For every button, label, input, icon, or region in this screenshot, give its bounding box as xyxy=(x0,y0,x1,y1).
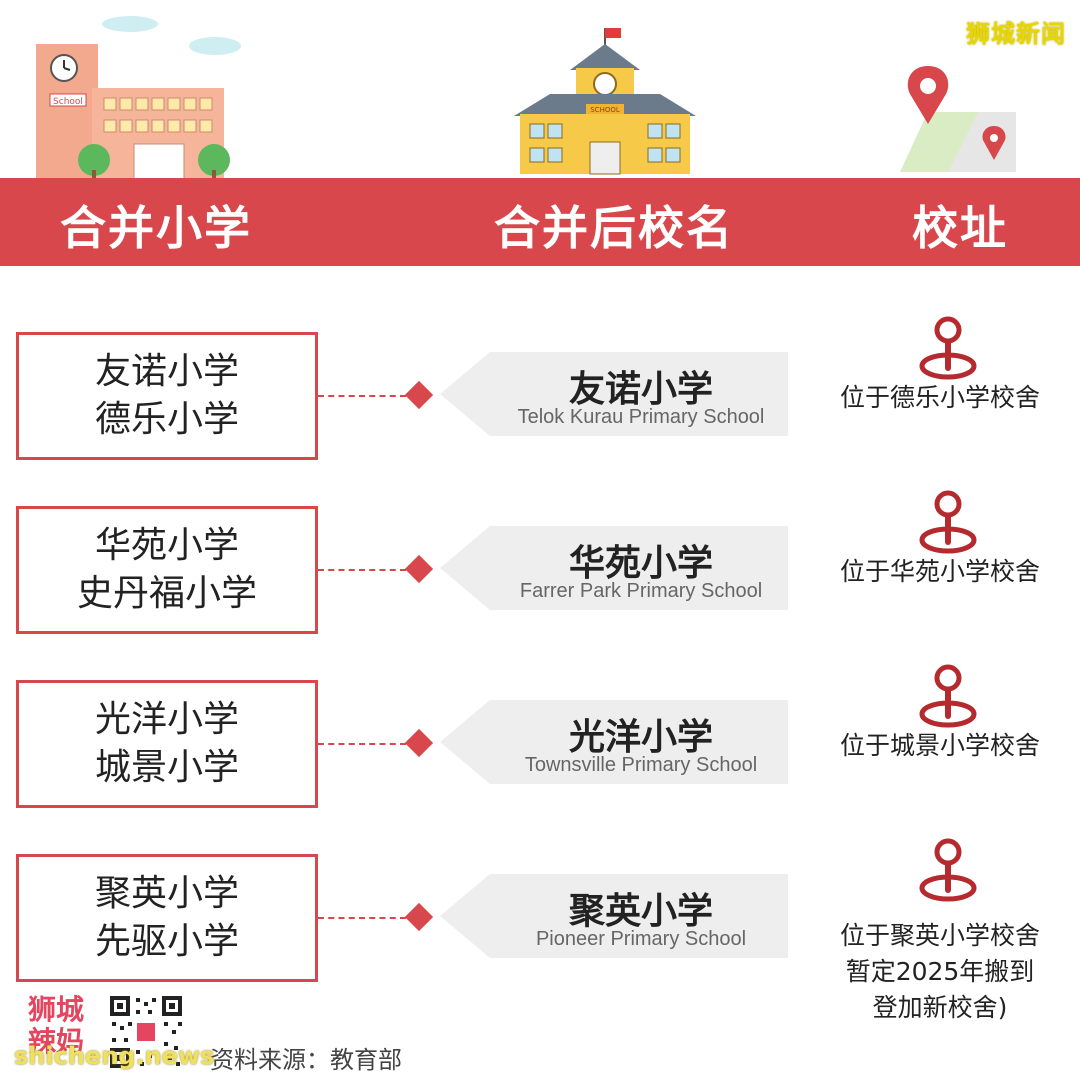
diamond-icon xyxy=(404,902,434,932)
location-pin-icon xyxy=(919,664,977,728)
header-banner: 合并小学 合并后校名 校址 xyxy=(0,178,1080,266)
new-school-chinese-name: 光洋小学 xyxy=(568,717,713,758)
new-school-chinese-name: 友诺小学 xyxy=(568,369,713,410)
connector-dashed-line xyxy=(318,917,406,919)
location-pin-icon xyxy=(919,838,977,902)
address-line: 登加新校舍) xyxy=(872,993,1008,1022)
old-school-name: 华苑小学 xyxy=(94,525,239,566)
location-pin-icon xyxy=(919,490,977,554)
old-school-name: 光洋小学 xyxy=(94,699,239,740)
new-school-english-name: Pioneer Primary School xyxy=(535,928,747,950)
new-name-card xyxy=(440,874,788,958)
address-line: 位于德乐小学校舍 xyxy=(839,383,1040,412)
address-text: 位于华苑小学校舍 xyxy=(820,554,1060,590)
new-school-english-name: Farrer Park Primary School xyxy=(519,580,763,602)
header-merged-schools: 合并小学 xyxy=(60,201,252,255)
new-name-card xyxy=(440,352,788,436)
connector-dashed-line xyxy=(318,395,406,397)
address-line: 位于城景小学校舍 xyxy=(839,731,1040,760)
map-pin-illustration xyxy=(900,66,1016,172)
school-house-illustration: SCHOOL xyxy=(514,28,696,175)
connector-dashed-line xyxy=(318,569,406,571)
old-school-name: 先驱小学 xyxy=(94,921,239,962)
address-text: 位于城景小学校舍 xyxy=(820,728,1060,764)
header-address: 校址 xyxy=(912,201,1008,255)
diamond-icon xyxy=(404,554,434,584)
old-schools-box: 华苑小学 史丹福小学 xyxy=(16,506,318,634)
old-schools-box: 友诺小学 德乐小学 xyxy=(16,332,318,460)
new-school-chinese-name: 聚英小学 xyxy=(568,891,713,932)
new-name-card xyxy=(440,526,788,610)
illustration-sign: SCHOOL xyxy=(590,106,620,114)
old-school-name: 德乐小学 xyxy=(94,399,239,440)
brand-logo-line: 辣妈 xyxy=(28,1025,85,1058)
data-source: 资料来源：教育部 xyxy=(210,1046,402,1074)
illustration-sign: School xyxy=(53,97,83,107)
merge-row: 友诺小学 德乐小学 友诺小学 Telok Kurau Primary Schoo… xyxy=(0,316,1080,462)
old-schools-box: 光洋小学 城景小学 xyxy=(16,680,318,808)
address-line: 暂定2025年搬到 xyxy=(845,957,1035,986)
merge-row: 光洋小学 城景小学 光洋小学 Townsville Primary School… xyxy=(0,664,1080,810)
old-school-name: 城景小学 xyxy=(94,747,239,788)
address-text: 位于聚英小学校舍 暂定2025年搬到 登加新校舍) xyxy=(820,918,1060,1026)
merge-row: 华苑小学 史丹福小学 华苑小学 Farrer Park Primary Scho… xyxy=(0,490,1080,636)
old-school-name: 史丹福小学 xyxy=(76,573,257,614)
watermark-top: 狮城新闻 xyxy=(966,20,1066,48)
address-line: 位于聚英小学校舍 xyxy=(839,921,1040,950)
location-pin-icon xyxy=(919,316,977,380)
new-name-card xyxy=(440,700,788,784)
old-schools-box: 聚英小学 先驱小学 xyxy=(16,854,318,982)
header-new-name: 合并后校名 xyxy=(494,201,734,255)
merge-row: 聚英小学 先驱小学 聚英小学 Pioneer Primary School 位于… xyxy=(0,838,1080,1022)
connector-dashed-line xyxy=(318,743,406,745)
address-text: 位于德乐小学校舍 xyxy=(820,380,1060,416)
new-school-english-name: Townsville Primary School xyxy=(524,754,758,776)
qr-code-icon xyxy=(108,994,184,1070)
old-school-name: 友诺小学 xyxy=(94,351,239,392)
school-building-illustration: School xyxy=(36,16,241,182)
diamond-icon xyxy=(404,380,434,410)
new-school-english-name: Telok Kurau Primary School xyxy=(517,406,765,428)
new-school-chinese-name: 华苑小学 xyxy=(568,543,713,584)
old-school-name: 聚英小学 xyxy=(94,873,239,914)
brand-logo-line: 狮城 xyxy=(28,993,85,1026)
address-line: 位于华苑小学校舍 xyxy=(839,557,1040,586)
diamond-icon xyxy=(404,728,434,758)
brand-logo: 狮城 辣妈 xyxy=(28,994,84,1058)
watermark-bottom: shicheng.news xyxy=(14,1042,215,1070)
